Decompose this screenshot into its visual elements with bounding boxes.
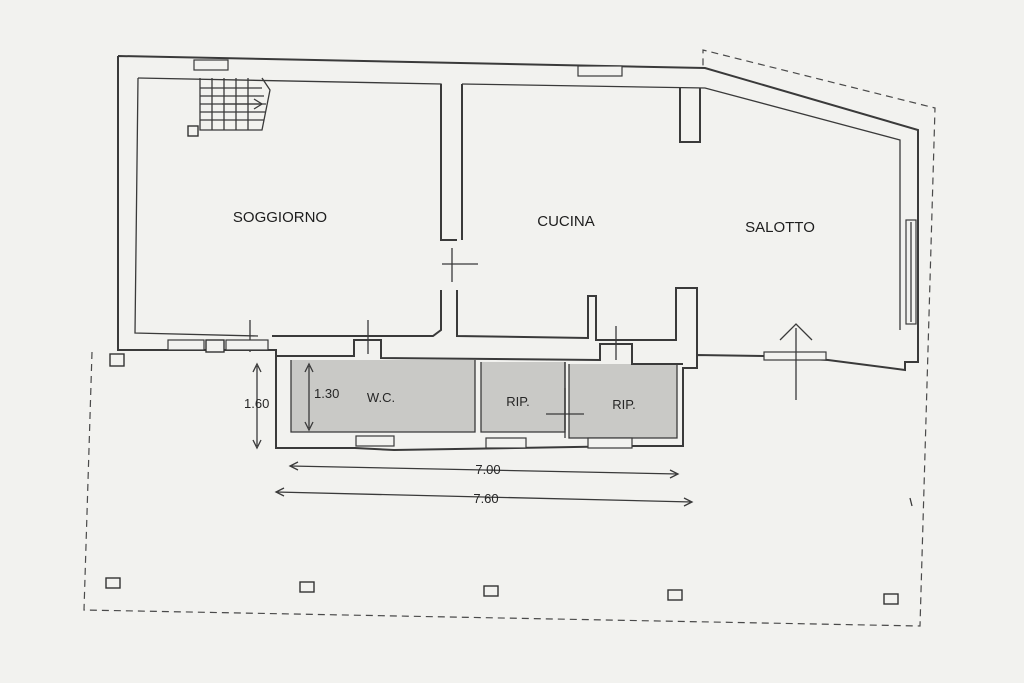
dimension-outer-width: 7.60 (473, 491, 498, 506)
room-label-rip-1: RIP. (506, 394, 530, 409)
entrance-arrow (779, 323, 813, 400)
room-label-wc: W.C. (367, 390, 395, 405)
staircase (187, 77, 271, 137)
room-label-cucina: CUCINA (537, 213, 595, 230)
terrace-outline (83, 49, 936, 627)
edge-mark (909, 497, 913, 507)
room-label-salotto: SALOTTO (745, 219, 815, 236)
dimension-inner-width: 7.00 (475, 462, 500, 477)
dimension-lines (252, 362, 694, 507)
pillars (105, 339, 899, 605)
room-label-soggiorno: SOGGIORNO (233, 209, 327, 226)
interior-walls (249, 84, 701, 439)
dimension-side-height: 1.60 (244, 396, 269, 411)
room-label-rip-2: RIP. (612, 397, 636, 412)
service-room-fill (291, 360, 677, 438)
windows (167, 59, 917, 449)
dimension-wc-width: 1.30 (314, 386, 339, 401)
